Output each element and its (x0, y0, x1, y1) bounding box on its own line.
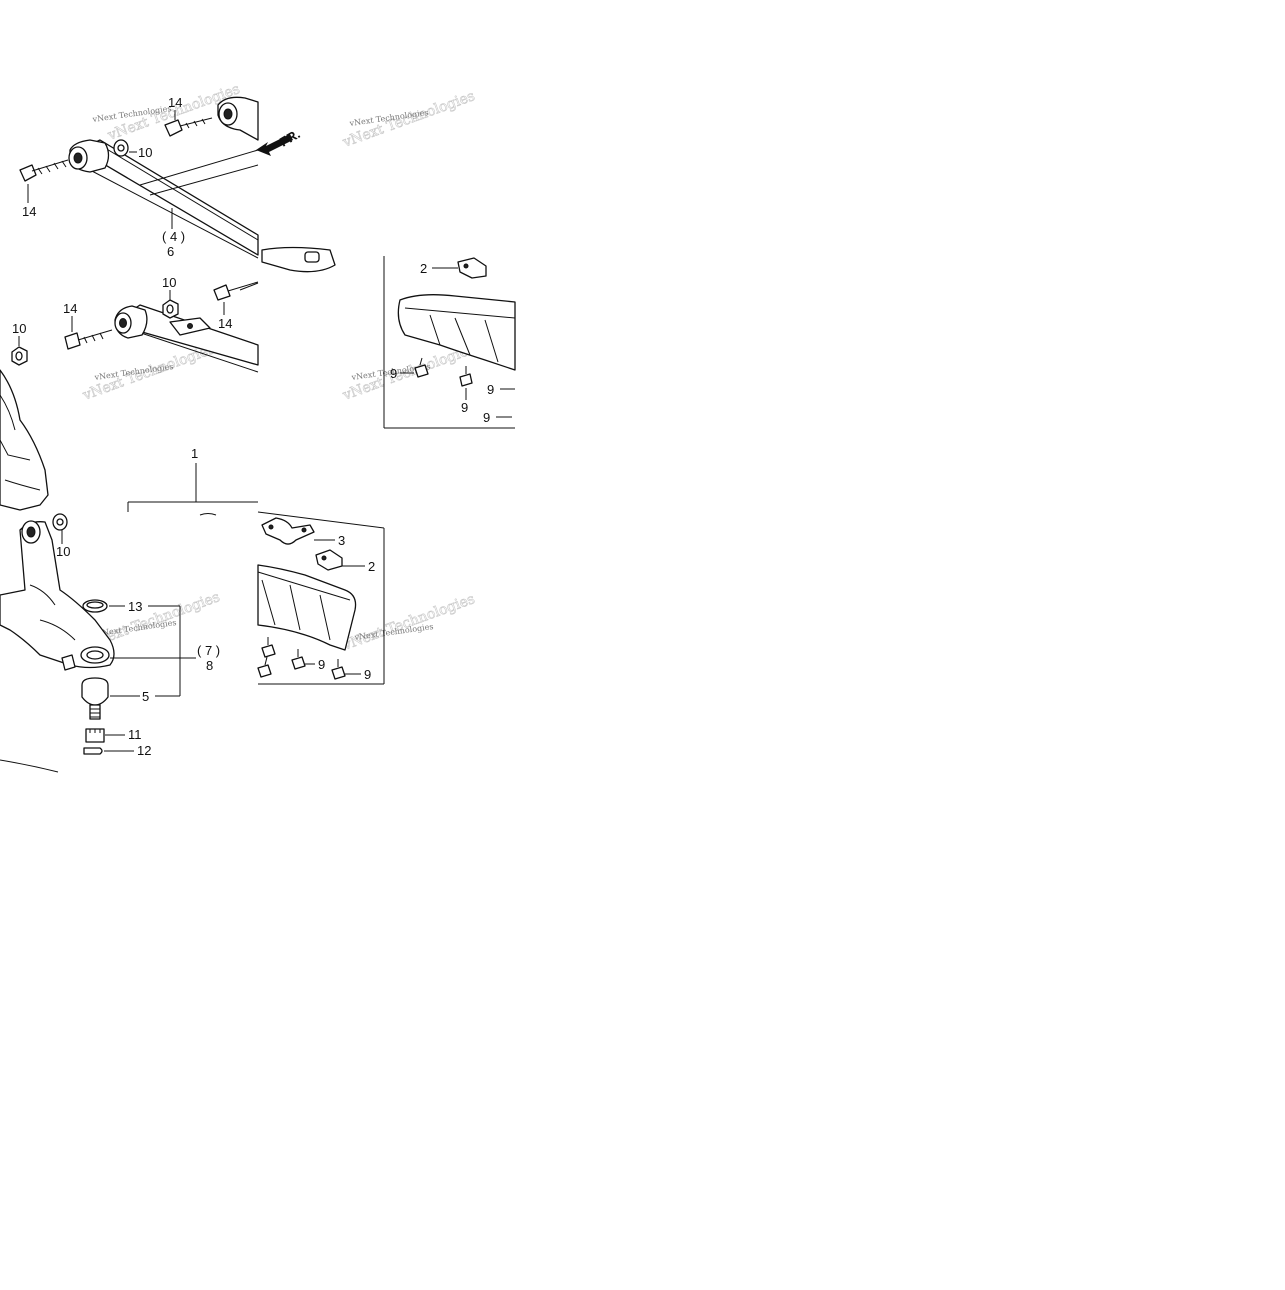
callout-10: 10 (12, 321, 26, 336)
nut-icon (162, 299, 179, 319)
callout-9: 9 (487, 382, 494, 397)
bolt-icon (414, 357, 429, 378)
callout-5: 5 (142, 689, 149, 704)
callout-11: 11 (128, 727, 142, 742)
callout-7: ( 7 ) (197, 643, 220, 658)
bolt-icon (64, 329, 113, 350)
bolt-icon (459, 366, 473, 387)
bracket-icon (457, 257, 487, 279)
bolt-icon (164, 117, 213, 137)
callout-14: 14 (22, 204, 36, 219)
callout-8: 8 (206, 658, 213, 673)
bolt-icon (291, 649, 306, 670)
clip-icon (261, 517, 315, 545)
callout-2: 2 (420, 261, 427, 276)
callout-12: 12 (137, 743, 151, 758)
callout-3: 3 (338, 533, 345, 548)
callout-1: 1 (191, 446, 198, 461)
washer-icon (52, 513, 68, 531)
bolt-icon (213, 281, 259, 301)
skid-plate-box-upper: 2 9 9 9 9 (383, 256, 516, 429)
callout-9: 9 (483, 410, 490, 425)
castle-nut-icon (85, 728, 105, 743)
bolt-icon (331, 659, 346, 680)
skid-plate-icon (397, 294, 516, 371)
lower-arm-rear (114, 282, 259, 373)
callout-9: 9 (390, 366, 397, 381)
callout-14: 14 (218, 316, 232, 331)
direction-label: FR. (277, 126, 303, 149)
callout-14: 14 (168, 95, 182, 110)
callout-9: 9 (318, 657, 325, 672)
skid-plate-icon (257, 564, 357, 651)
nut-icon (11, 346, 28, 366)
bolt-icon (257, 656, 272, 678)
callout-6: 6 (167, 244, 174, 259)
lower-arm-assembly (0, 369, 115, 773)
cotter-pin-icon (83, 747, 103, 755)
washer-icon (113, 139, 129, 157)
callout-10: 10 (162, 275, 176, 290)
callout-4: ( 4 ) (162, 229, 185, 244)
watermark-outline: vNext Technologies (340, 591, 477, 654)
callout-9: 9 (364, 667, 371, 682)
callout-10: 10 (138, 145, 152, 160)
skid-plate-box-lower: 3 2 9 9 (257, 511, 385, 685)
callout-13: 13 (128, 599, 142, 614)
arrow-front-icon: FR. (256, 126, 303, 156)
callout-14: 14 (63, 301, 77, 316)
upper-control-arm (68, 96, 336, 273)
bolt-icon (261, 637, 276, 658)
snap-ring-icon (82, 599, 108, 613)
callout-2: 2 (368, 559, 375, 574)
bolt-icon (19, 159, 69, 182)
callout-9: 9 (461, 400, 468, 415)
callout-10: 10 (56, 544, 70, 559)
bracket-icon (315, 549, 343, 571)
ball-joint-icon (81, 677, 109, 720)
